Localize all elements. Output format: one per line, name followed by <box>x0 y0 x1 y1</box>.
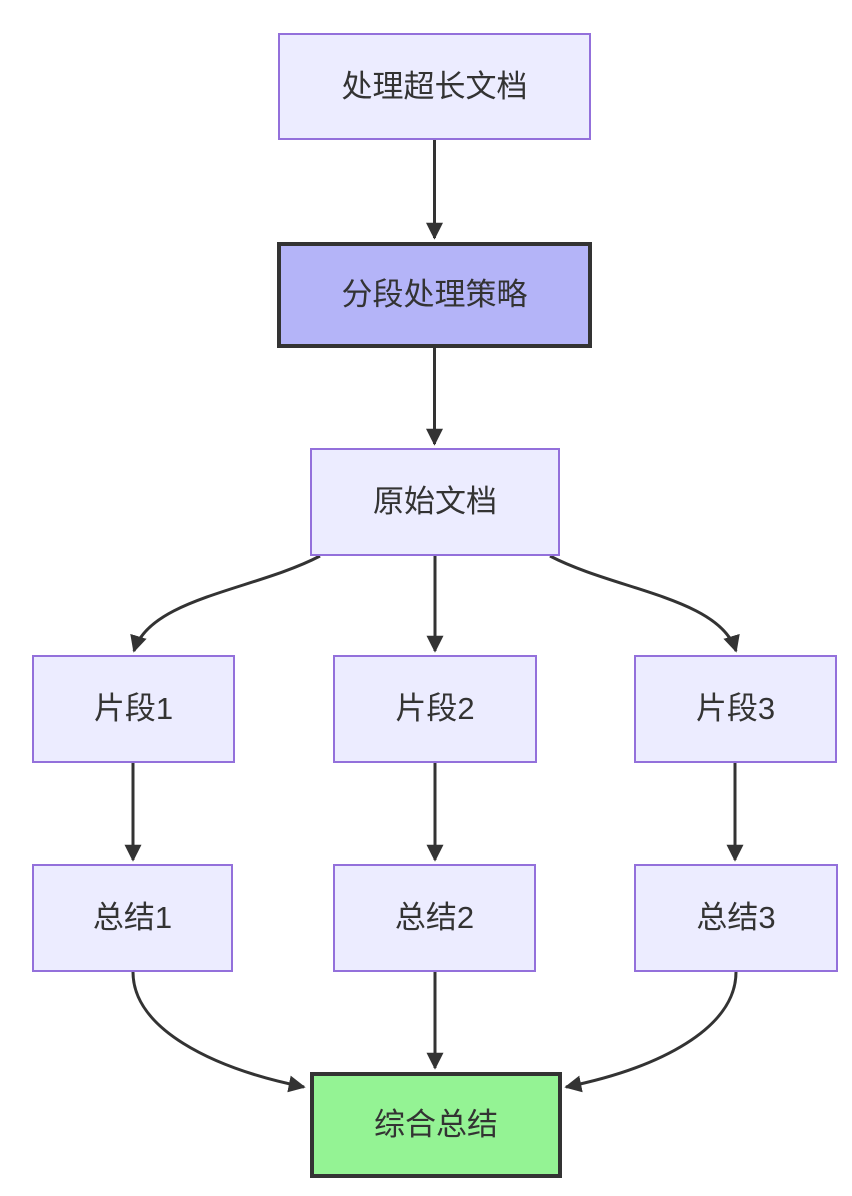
edge-e1-f <box>131 971 306 1093</box>
node-fragment-1: 片段1 <box>32 655 235 763</box>
node-label: 综合总结 <box>374 1107 498 1143</box>
node-summary-3: 总结3 <box>634 864 838 972</box>
edge-e3-f <box>564 971 738 1093</box>
node-label: 总结2 <box>394 900 475 936</box>
node-summary-1: 总结1 <box>32 864 233 972</box>
node-label: 总结1 <box>92 900 173 936</box>
node-label: 原始文档 <box>373 484 497 520</box>
node-original-doc: 原始文档 <box>310 448 560 556</box>
node-label: 处理超长文档 <box>341 68 528 104</box>
node-label: 片段1 <box>93 691 174 727</box>
node-final-summary: 综合总结 <box>310 1072 562 1178</box>
edge-c-d3 <box>549 554 740 653</box>
node-label: 片段2 <box>395 691 475 727</box>
node-fragment-3: 片段3 <box>634 655 837 763</box>
edge-c-d1 <box>130 554 321 653</box>
node-summary-2: 总结2 <box>333 864 536 972</box>
node-label: 片段3 <box>695 691 776 727</box>
node-segment-strategy: 分段处理策略 <box>277 242 592 348</box>
node-process-long-doc: 处理超长文档 <box>278 33 591 140</box>
node-label: 总结3 <box>696 900 776 936</box>
node-fragment-2: 片段2 <box>333 655 537 763</box>
node-label: 分段处理策略 <box>341 277 528 313</box>
